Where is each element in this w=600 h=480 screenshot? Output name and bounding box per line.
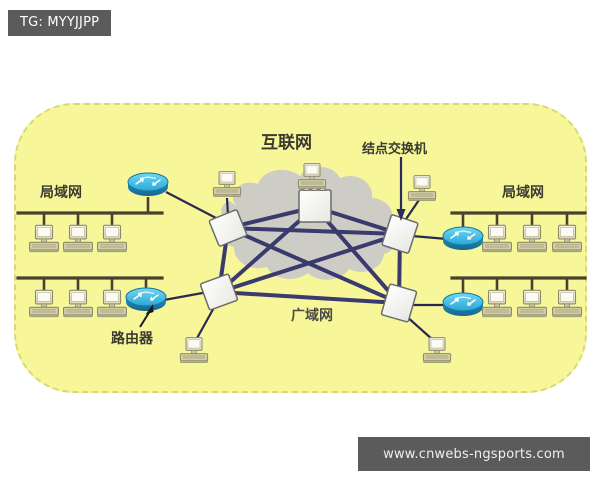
label-router: 路由器 (111, 331, 153, 347)
label-wan: 广域网 (291, 308, 333, 324)
tg-badge: TG: MYYJJPP (8, 10, 112, 36)
label-internet: 互联网 (261, 133, 312, 153)
watermark: www.cnwebs-ngsports.com (358, 437, 590, 471)
label-lan-left: 局域网 (40, 185, 82, 201)
label-lan-right: 局域网 (502, 185, 544, 201)
label-node-switch: 结点交换机 (362, 142, 428, 157)
